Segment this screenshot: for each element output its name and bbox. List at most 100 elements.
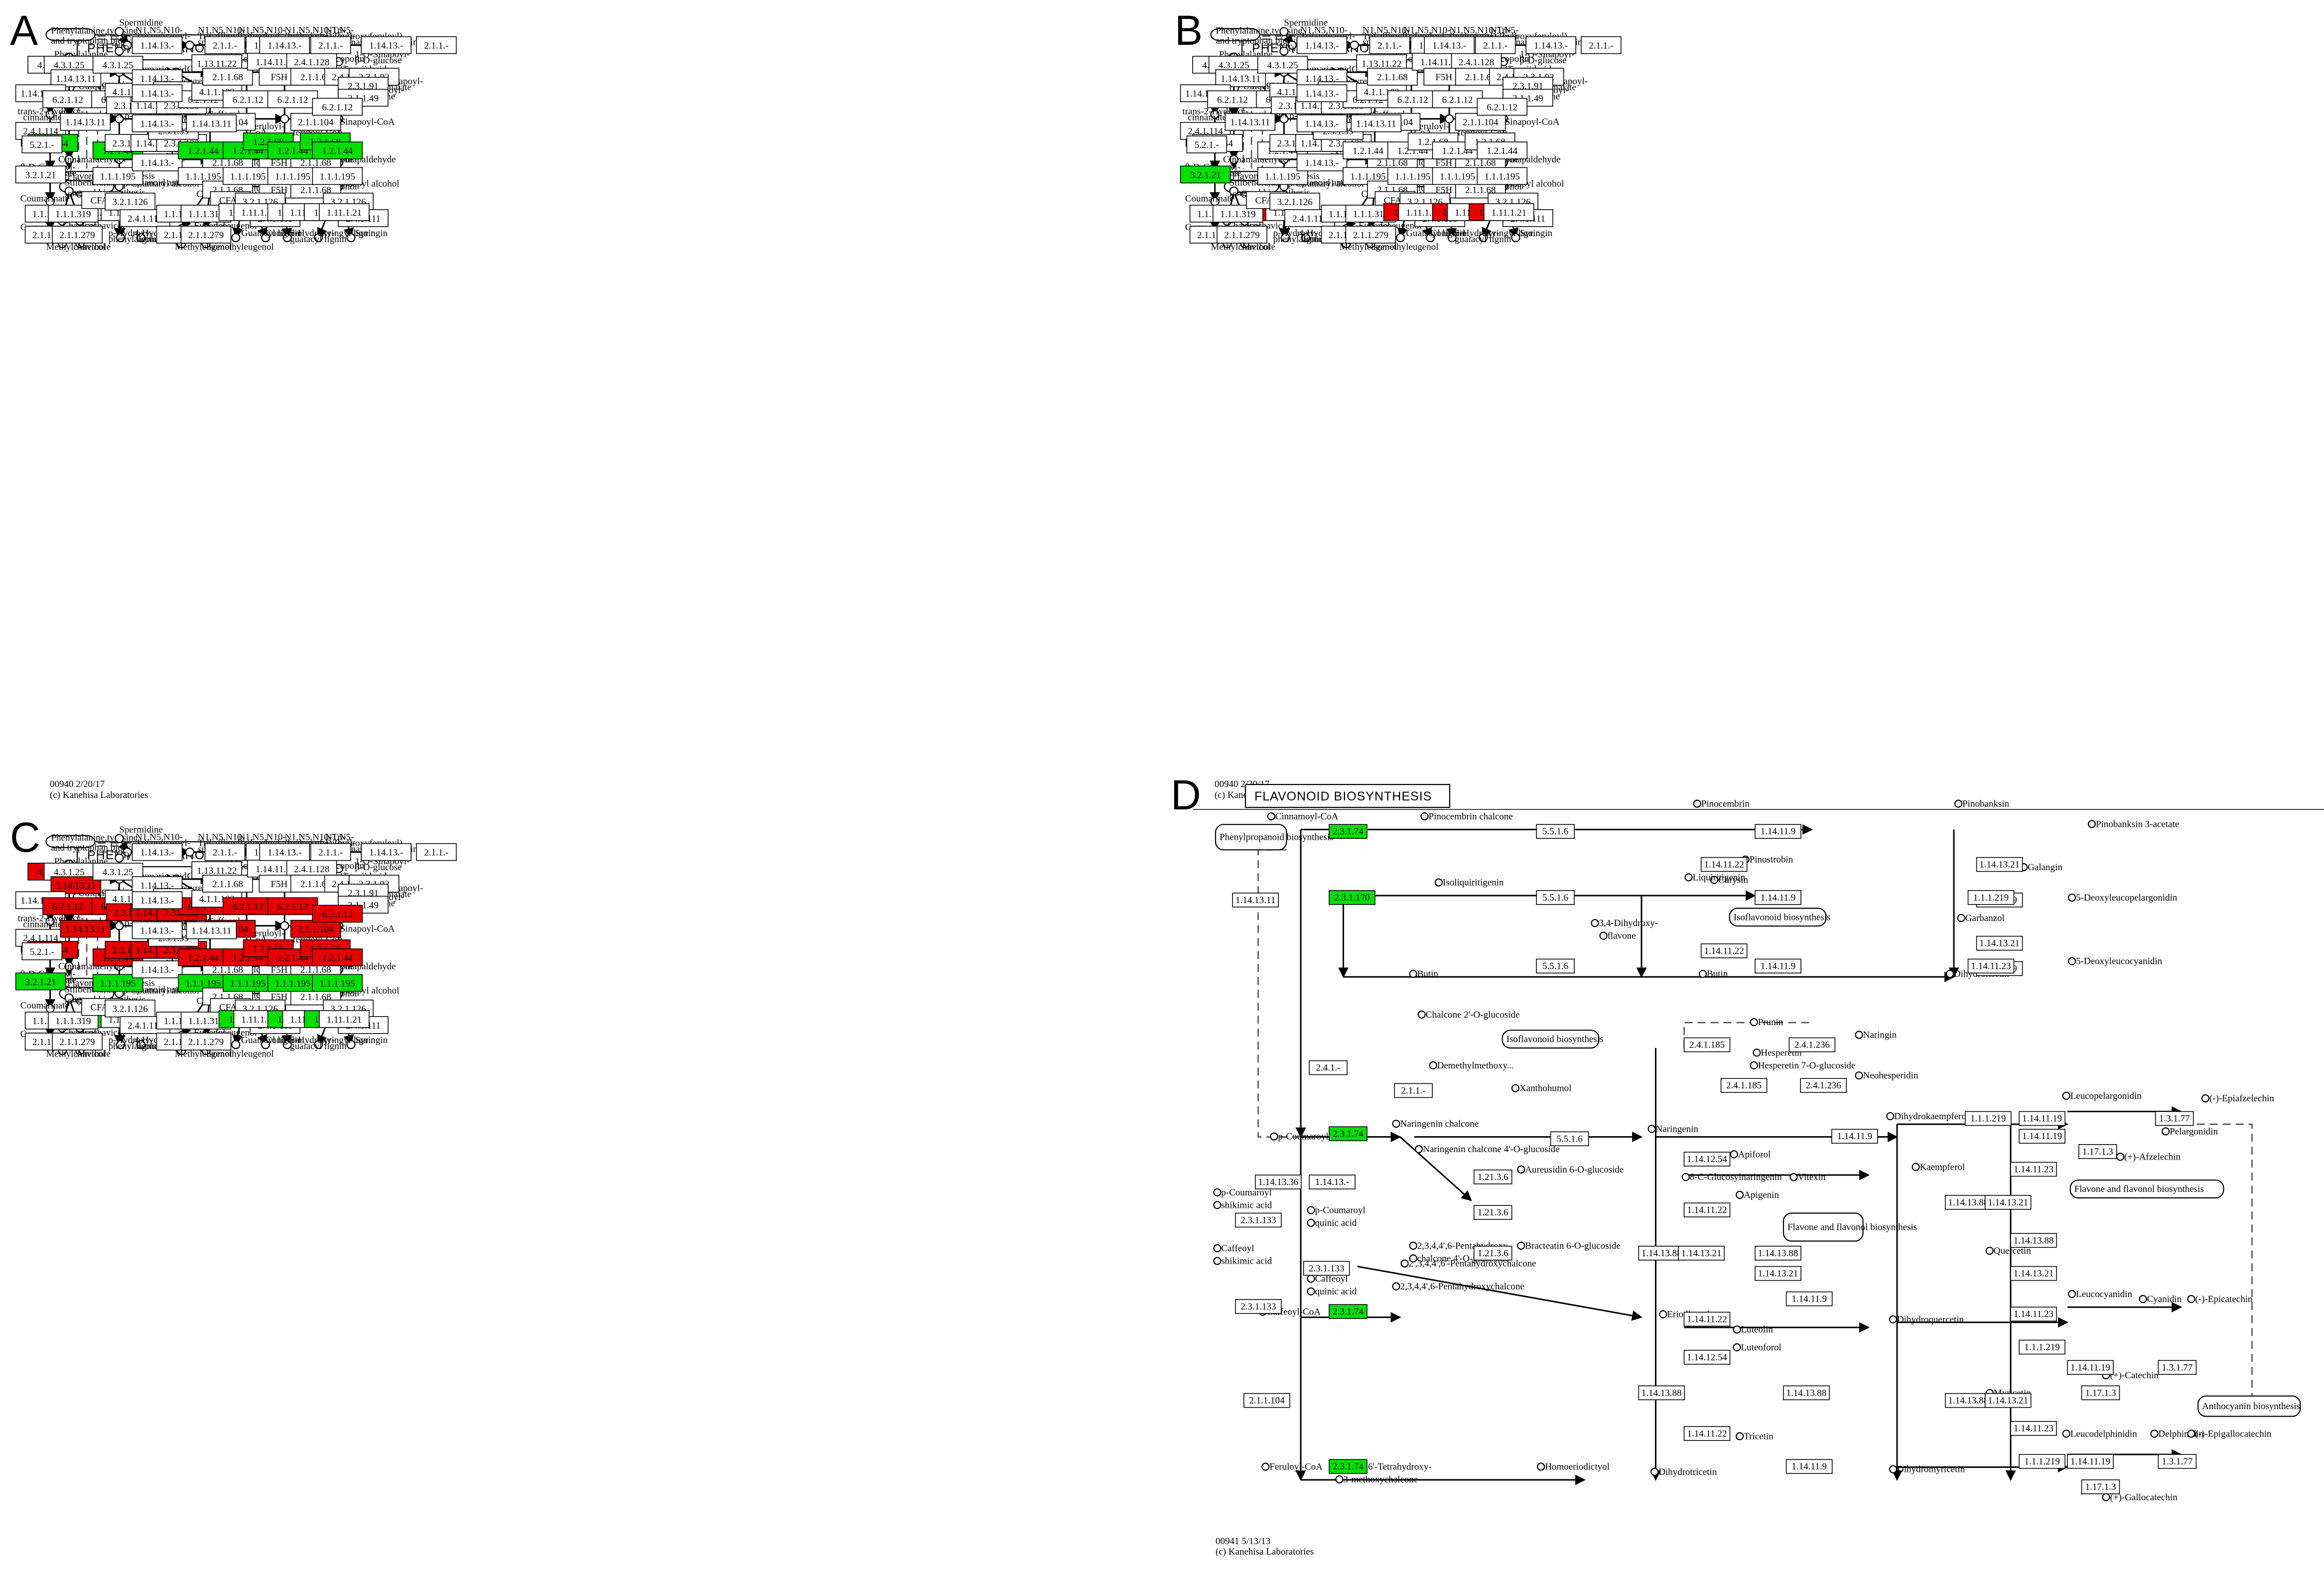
compound-node[interactable]	[115, 853, 124, 863]
compound-node[interactable]	[314, 1040, 323, 1049]
compound-node[interactable]	[1511, 1084, 1520, 1092]
compound-node[interactable]	[185, 40, 194, 50]
compound-node[interactable]	[123, 847, 132, 857]
compound-node[interactable]	[116, 233, 126, 243]
enzyme-box[interactable]	[310, 36, 351, 54]
enzyme-box[interactable]	[1343, 141, 1393, 159]
compound-node[interactable]	[1517, 1165, 1525, 1174]
enzyme-box[interactable]	[178, 141, 229, 159]
compound-node[interactable]	[2102, 1493, 2110, 1501]
compound-node[interactable]	[2150, 1430, 2159, 1438]
compound-node[interactable]	[115, 114, 124, 124]
compound-node[interactable]	[1400, 1259, 1409, 1268]
compound-node[interactable]	[1650, 1467, 1659, 1476]
compound-node[interactable]	[1698, 970, 1707, 978]
enzyme-box[interactable]	[1424, 36, 1475, 54]
enzyme-box[interactable]	[50, 876, 102, 894]
compound-node[interactable]	[1279, 114, 1289, 124]
compound-node[interactable]	[1517, 1241, 1525, 1250]
compound-node[interactable]	[282, 233, 292, 243]
compound-node[interactable]	[1301, 233, 1310, 243]
compound-node[interactable]	[1213, 1188, 1222, 1196]
enzyme-box[interactable]	[132, 153, 183, 171]
enzyme-box[interactable]	[60, 919, 111, 938]
enzyme-box[interactable]	[290, 919, 341, 938]
compound-node[interactable]	[64, 962, 74, 971]
compound-node[interactable]	[1335, 1475, 1344, 1484]
compound-node[interactable]	[1420, 812, 1429, 821]
enzyme-box[interactable]	[312, 167, 363, 185]
compound-node[interactable]	[136, 233, 145, 243]
enzyme-box[interactable]	[267, 167, 318, 185]
enzyme-box[interactable]	[60, 113, 111, 131]
compound-node[interactable]	[282, 1040, 292, 1049]
enzyme-box[interactable]	[204, 843, 246, 861]
compound-node[interactable]	[1753, 1048, 1761, 1057]
compound-node[interactable]	[2162, 1127, 2170, 1136]
enzyme-box[interactable]	[259, 36, 310, 54]
compound-node[interactable]	[1886, 1112, 1895, 1120]
compound-node[interactable]	[1350, 40, 1359, 50]
compound-node[interactable]	[1447, 233, 1457, 243]
enzyme-box[interactable]	[1432, 167, 1483, 185]
enzyme-box[interactable]	[186, 114, 237, 132]
compound-node[interactable]	[1307, 1287, 1315, 1296]
compound-node[interactable]	[1307, 1218, 1315, 1227]
compound-node[interactable]	[1213, 1201, 1222, 1209]
compound-node[interactable]	[1945, 970, 1954, 978]
enzyme-box[interactable]	[132, 84, 183, 103]
compound-node[interactable]	[1647, 1125, 1656, 1133]
compound-node[interactable]	[2116, 1153, 2125, 1161]
compound-node[interactable]	[2139, 1295, 2147, 1304]
enzyme-box[interactable]	[1225, 113, 1276, 131]
enzyme-box[interactable]	[1432, 90, 1483, 109]
compound-node[interactable]	[1733, 1343, 1741, 1352]
enzyme-box[interactable]	[1477, 167, 1528, 185]
compound-node[interactable]	[2067, 1290, 2076, 1298]
enzyme-box[interactable]	[1525, 36, 1577, 54]
compound-node[interactable]	[2062, 1430, 2070, 1438]
compound-node[interactable]	[1954, 799, 1963, 808]
compound-node[interactable]	[116, 1040, 126, 1049]
enzyme-box[interactable]	[21, 942, 63, 960]
enzyme-box[interactable]	[1369, 36, 1410, 54]
compound-node[interactable]	[1396, 233, 1405, 243]
compound-node[interactable]	[1479, 233, 1488, 243]
compound-node[interactable]	[1415, 1145, 1423, 1154]
enzyme-box[interactable]	[132, 36, 183, 54]
compound-node[interactable]	[1736, 1432, 1744, 1441]
compound-node[interactable]	[1287, 40, 1297, 50]
enzyme-box[interactable]	[312, 98, 363, 116]
enzyme-box[interactable]	[202, 68, 253, 86]
compound-node[interactable]	[115, 834, 124, 843]
enzyme-box[interactable]	[186, 921, 237, 939]
enzyme-box[interactable]	[361, 36, 412, 54]
enzyme-box[interactable]	[15, 165, 66, 184]
enzyme-box[interactable]	[267, 974, 318, 992]
enzyme-box[interactable]	[267, 90, 318, 109]
compound-node[interactable]	[1537, 1462, 1545, 1471]
enzyme-box[interactable]	[180, 1033, 232, 1050]
compound-node[interactable]	[314, 233, 323, 243]
compound-node[interactable]	[2187, 1430, 2195, 1438]
enzyme-box[interactable]	[132, 921, 183, 939]
enzyme-box[interactable]	[222, 974, 273, 992]
compound-node[interactable]	[1730, 1150, 1738, 1159]
compound-node[interactable]	[1591, 919, 1599, 927]
compound-node[interactable]	[1426, 233, 1435, 243]
compound-node[interactable]	[185, 847, 194, 857]
enzyme-box[interactable]	[222, 90, 273, 109]
compound-node[interactable]	[1855, 1031, 1863, 1039]
enzyme-box[interactable]	[1475, 36, 1516, 54]
enzyme-box[interactable]	[416, 843, 457, 861]
enzyme-box[interactable]	[42, 897, 93, 916]
compound-node[interactable]	[1409, 1254, 1417, 1263]
enzyme-box[interactable]	[1269, 192, 1320, 211]
compound-node[interactable]	[261, 233, 271, 243]
compound-node[interactable]	[64, 186, 74, 196]
compound-node[interactable]	[64, 155, 74, 164]
compound-node[interactable]	[1210, 110, 1220, 119]
compound-node[interactable]	[1280, 233, 1290, 243]
enzyme-box[interactable]	[21, 135, 63, 153]
compound-node[interactable]	[2087, 820, 2096, 828]
